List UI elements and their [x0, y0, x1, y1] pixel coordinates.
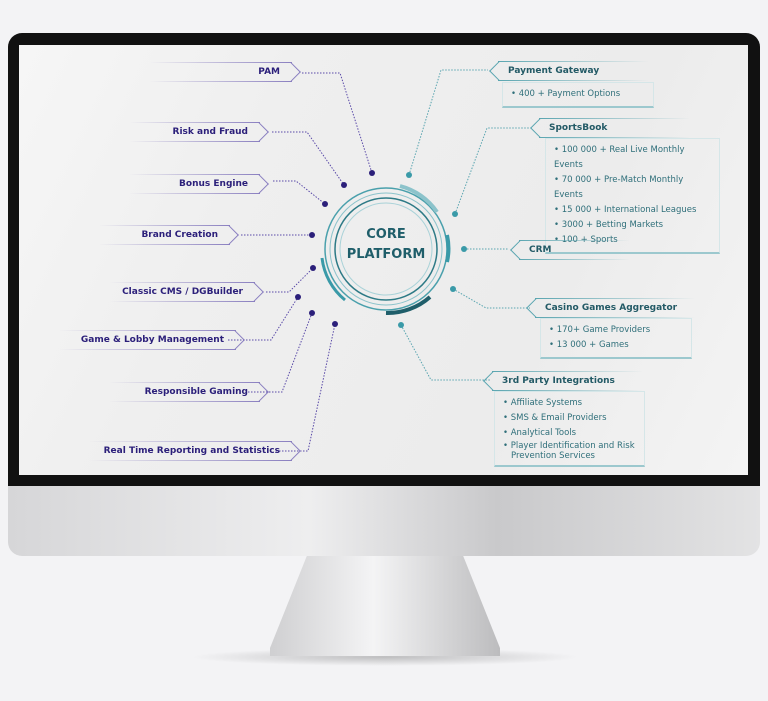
connector-bonus [273, 180, 326, 205]
module-bonus-engine: Bonus Engine [130, 174, 260, 194]
connector-payment [408, 69, 488, 176]
list-item: 100 000 + Real Live Monthly Events [554, 143, 711, 173]
module-casino-aggregator: Casino Games Aggregator [535, 298, 695, 318]
list-item: 15 000 + International Leagues [554, 203, 711, 218]
list-item: SMS & Email Providers [503, 411, 636, 426]
payment-gateway-details: 400 + Payment Options [502, 82, 654, 108]
module-crm: CRM [519, 240, 629, 260]
module-real-time-reporting: Real Time Reporting and Statistics [90, 441, 292, 461]
monitor-chin [8, 486, 760, 556]
monitor-stand [270, 556, 500, 656]
module-game-lobby: Game & Lobby Management [60, 330, 236, 350]
list-item: Analytical Tools [503, 426, 636, 441]
module-payment-gateway: Payment Gateway [498, 61, 648, 81]
connector-reporting [276, 323, 336, 452]
core-line2: PLATFORM [346, 247, 426, 262]
module-sportsbook: SportsBook [539, 118, 689, 138]
list-item: Affiliate Systems [503, 396, 636, 411]
module-responsible-gaming: Responsible Gaming [110, 382, 260, 402]
module-pam: PAM [150, 62, 292, 82]
connector-cms [266, 267, 314, 293]
core-platform-label: CORE PLATFORM [336, 225, 436, 265]
list-item: 400 + Payment Options [511, 87, 645, 102]
casino-aggregator-details: 170+ Game Providers 13 000 + Games [540, 318, 692, 359]
list-item: 70 000 + Pre-Match Monthly Events [554, 173, 711, 203]
core-line1: CORE [366, 227, 406, 242]
list-item: Player Identification and Risk Preventio… [503, 441, 636, 461]
module-risk-fraud: Risk and Fraud [130, 122, 260, 142]
connector-3rdparty [400, 324, 490, 381]
core-rings [320, 184, 451, 316]
connector-sportsbook [454, 127, 530, 215]
list-item: 13 000 + Games [549, 338, 683, 353]
connector-risk [272, 131, 345, 186]
connector-casino [452, 288, 530, 309]
3rd-party-details: Affiliate Systems SMS & Email Providers … [494, 391, 645, 467]
module-3rd-party: 3rd Party Integrations [492, 371, 642, 391]
module-classic-cms: Classic CMS / DGBuilder [110, 282, 255, 302]
list-item: 3000 + Betting Markets [554, 218, 711, 233]
connector-responsible [248, 312, 313, 393]
connector-game [228, 296, 299, 341]
module-brand-creation: Brand Creation [100, 225, 230, 245]
sportsbook-details: 100 000 + Real Live Monthly Events 70 00… [545, 138, 720, 254]
connector-pam [302, 72, 373, 174]
list-item: 170+ Game Providers [549, 323, 683, 338]
